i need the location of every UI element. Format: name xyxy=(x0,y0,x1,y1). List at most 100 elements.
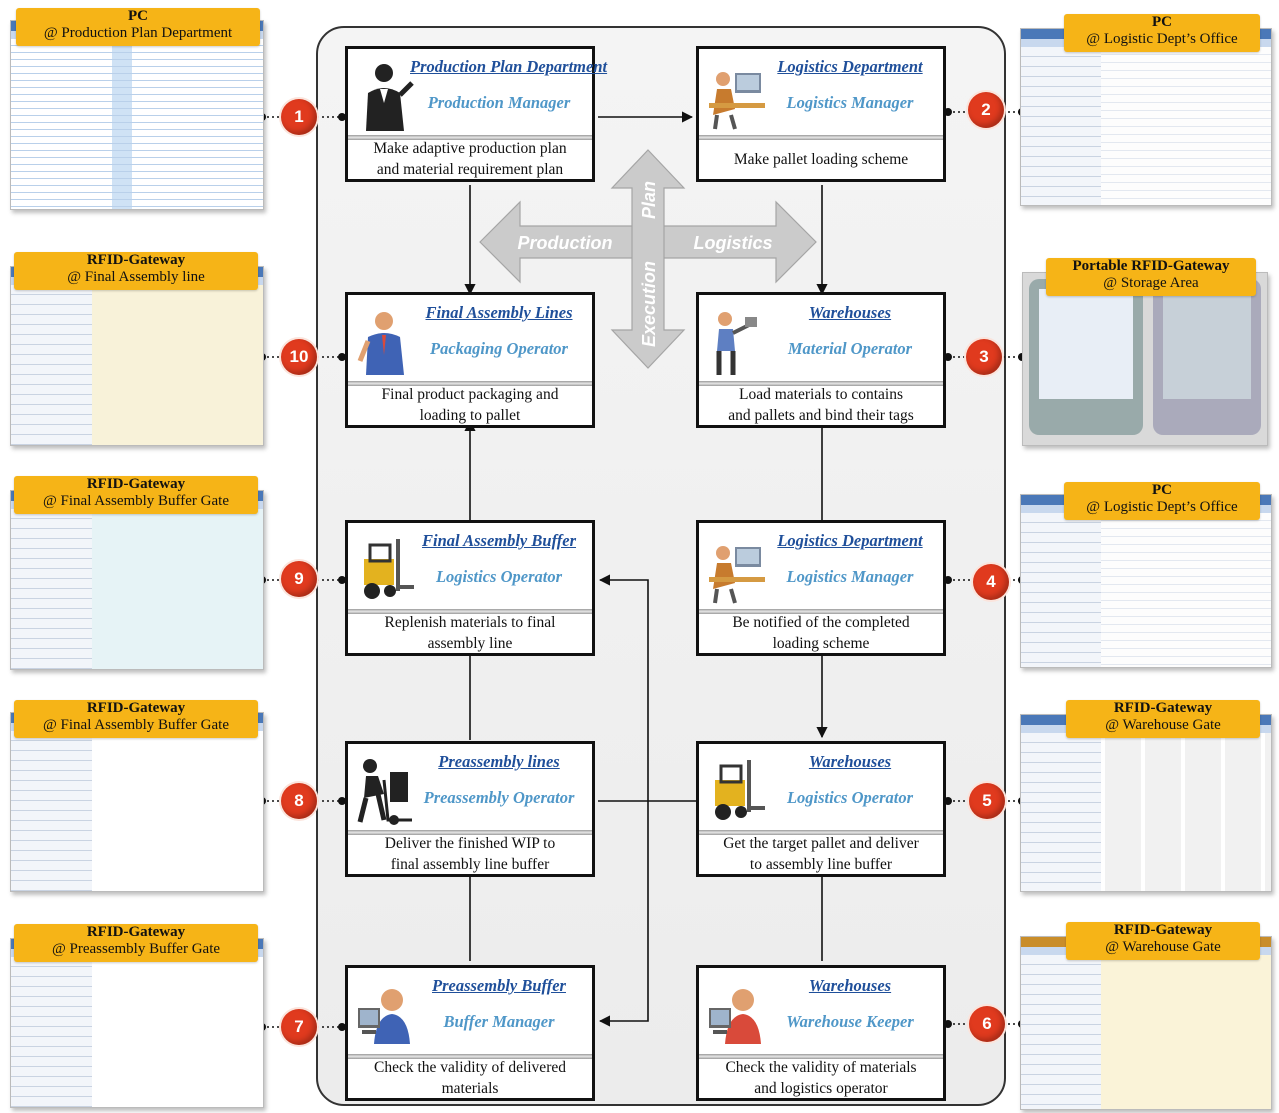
device-title: PC xyxy=(1152,482,1172,498)
device-title: RFID-Gateway xyxy=(86,924,186,940)
separator xyxy=(699,1054,943,1059)
separator xyxy=(348,609,592,614)
user-computer-icon xyxy=(709,989,761,1044)
device-title: RFID-Gateway xyxy=(86,700,186,716)
device-screen-5 xyxy=(1020,714,1272,892)
role-box-final-assembly-logistics-operator: Final Assembly Buffer Logistics Operator… xyxy=(345,520,595,656)
device-location: @ Logistic Dept’s Office xyxy=(1086,31,1238,47)
role-title: Production Manager xyxy=(427,93,571,112)
separator xyxy=(348,381,592,386)
forklift-icon xyxy=(364,539,414,599)
role-box-logistics-manager: Logistics Department Logistics Manager M… xyxy=(696,46,946,182)
role-dept: Warehouses xyxy=(808,752,892,771)
device-location: @ Production Plan Department xyxy=(43,25,233,41)
step-badge-3: 3 xyxy=(966,339,1002,375)
step-badge-1: 1 xyxy=(281,99,317,135)
role-dept: Logistics Department xyxy=(777,57,923,76)
role-title: Logistics Operator xyxy=(786,788,914,807)
role-box-packaging-operator: Final Assembly Lines Packaging Operator … xyxy=(345,292,595,428)
device-title: PC xyxy=(128,8,148,24)
cross-label-left: Production xyxy=(518,233,613,253)
device-screen-6 xyxy=(1020,936,1272,1110)
step-badge-8: 8 xyxy=(281,783,317,819)
cross-label-right: Logistics xyxy=(693,233,772,253)
role-box-preassembly-operator: Preassembly lines Preassembly Operator D… xyxy=(345,741,595,877)
device-label-8: RFID-Gateway @ Final Assembly Buffer Gat… xyxy=(14,700,258,738)
device-screen-2 xyxy=(1020,28,1272,206)
role-dept: Preassembly lines xyxy=(438,752,560,771)
device-title: RFID-Gateway xyxy=(86,476,186,492)
role-task: Be notified of the completed loading sch… xyxy=(732,614,910,652)
device-label-4: PC @ Logistic Dept’s Office xyxy=(1064,482,1260,520)
device-location: @ Warehouse Gate xyxy=(1105,717,1221,733)
step-badge-7: 7 xyxy=(281,1009,317,1045)
step-badge-5: 5 xyxy=(969,783,1005,819)
device-screen-8 xyxy=(10,712,264,892)
role-box-buffer-manager: Preassembly Buffer Buffer Manager Check … xyxy=(345,965,595,1101)
device-label-2: PC @ Logistic Dept’s Office xyxy=(1064,14,1260,52)
role-task: Check the validity of delivered material… xyxy=(374,1059,566,1097)
device-location: @ Final Assembly line xyxy=(67,269,205,285)
role-dept: Final Assembly Buffer xyxy=(421,531,577,550)
worker-icon xyxy=(716,312,757,375)
role-title: Warehouse Keeper xyxy=(786,1012,914,1031)
role-dept: Logistics Department xyxy=(777,531,923,550)
device-title: PC xyxy=(1152,14,1172,30)
phone-worker-icon xyxy=(357,312,404,375)
role-dept: Production Plan Department xyxy=(410,57,608,76)
device-screen-10 xyxy=(10,266,264,446)
role-task: Check the validity of materials and logi… xyxy=(725,1059,917,1097)
role-box-warehouse-keeper: Warehouses Warehouse Keeper Check the va… xyxy=(696,965,946,1101)
separator xyxy=(348,135,592,140)
businessman-icon xyxy=(366,64,414,131)
device-location: @ Final Assembly Buffer Gate xyxy=(42,717,229,733)
forklift-icon xyxy=(715,760,765,820)
device-location: @ Preassembly Buffer Gate xyxy=(51,941,221,957)
device-screen-3 xyxy=(1022,272,1268,446)
cross-label-top: Plan xyxy=(639,181,659,219)
device-title: RFID-Gateway xyxy=(1113,700,1213,716)
device-screen-7 xyxy=(10,938,264,1108)
device-location: @ Final Assembly Buffer Gate xyxy=(42,493,229,509)
role-title: Logistics Operator xyxy=(435,567,563,586)
device-location: @ Storage Area xyxy=(1103,275,1199,291)
role-task: Deliver the finished WIP to final assemb… xyxy=(384,835,556,873)
separator xyxy=(699,830,943,835)
separator xyxy=(699,135,943,140)
role-box-logistics-manager-notified: Logistics Department Logistics Manager B… xyxy=(696,520,946,656)
step-badge-6: 6 xyxy=(969,1006,1005,1042)
cross-arrows xyxy=(479,149,817,369)
flow-5-to-7 xyxy=(598,801,649,1027)
role-task: Get the target pallet and deliver to ass… xyxy=(723,835,919,873)
device-title: Portable RFID-Gateway xyxy=(1072,258,1230,274)
device-label-1: PC @ Production Plan Department xyxy=(16,8,260,46)
device-label-5: RFID-Gateway @ Warehouse Gate xyxy=(1066,700,1260,738)
role-box-warehouse-logistics-operator: Warehouses Logistics Operator Get the ta… xyxy=(696,741,946,877)
role-dept: Preassembly Buffer xyxy=(432,976,566,995)
step-badge-2: 2 xyxy=(968,92,1004,128)
role-title: Material Operator xyxy=(787,339,913,358)
flow-5-to-9 xyxy=(598,574,649,801)
device-screen-9 xyxy=(10,490,264,670)
role-task: Replenish materials to final assembly li… xyxy=(384,614,556,652)
role-dept: Final Assembly Lines xyxy=(425,303,573,322)
role-title: Buffer Manager xyxy=(443,1012,555,1031)
role-dept: Warehouses xyxy=(808,303,892,322)
device-title: RFID-Gateway xyxy=(86,252,186,268)
separator xyxy=(348,1054,592,1059)
device-label-7: RFID-Gateway @ Preassembly Buffer Gate xyxy=(14,924,258,962)
role-dept: Warehouses xyxy=(808,976,892,995)
separator xyxy=(348,830,592,835)
role-box-material-operator: Warehouses Material Operator Load materi… xyxy=(696,292,946,428)
device-label-9: RFID-Gateway @ Final Assembly Buffer Gat… xyxy=(14,476,258,514)
role-title: Logistics Manager xyxy=(786,567,914,586)
cross-label-bottom: Execution xyxy=(639,261,659,347)
role-task: Make adaptive production plan and materi… xyxy=(373,140,567,178)
user-computer-icon xyxy=(358,989,410,1044)
separator xyxy=(699,381,943,386)
hand-truck-icon xyxy=(357,759,412,825)
role-title: Preassembly Operator xyxy=(423,788,575,807)
device-location: @ Logistic Dept’s Office xyxy=(1086,499,1238,515)
